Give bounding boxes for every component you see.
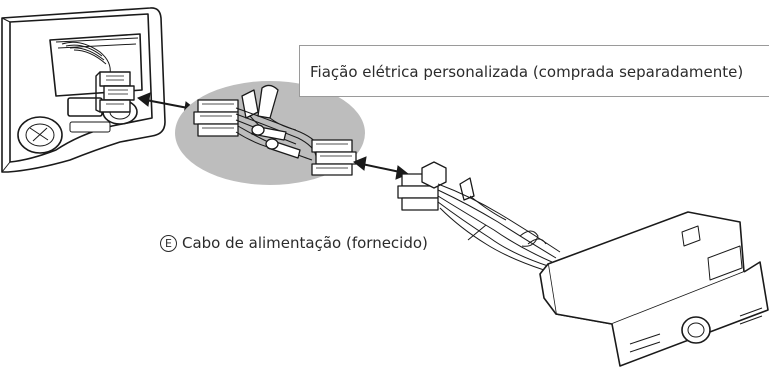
- power-cable-label-group: E Cabo de alimentação (fornecido): [160, 234, 428, 252]
- power-cable-label: Cabo de alimentação (fornecido): [182, 234, 428, 252]
- custom-wiring-callout: [299, 45, 769, 97]
- vehicle-connectors: [95, 71, 135, 113]
- connection-arrow-right: [353, 156, 409, 180]
- supplied-power-cable: [397, 161, 561, 271]
- custom-wiring-harness: [193, 84, 357, 176]
- custom-wiring-label: Fiação elétrica personalizada (comprada …: [310, 63, 744, 81]
- car-dashboard: [1, 7, 166, 173]
- power-cable-marker: E: [160, 235, 177, 252]
- power-cable-leader-line: [467, 224, 487, 241]
- head-unit: [539, 211, 769, 367]
- vehicle-harness-wires: [61, 41, 111, 75]
